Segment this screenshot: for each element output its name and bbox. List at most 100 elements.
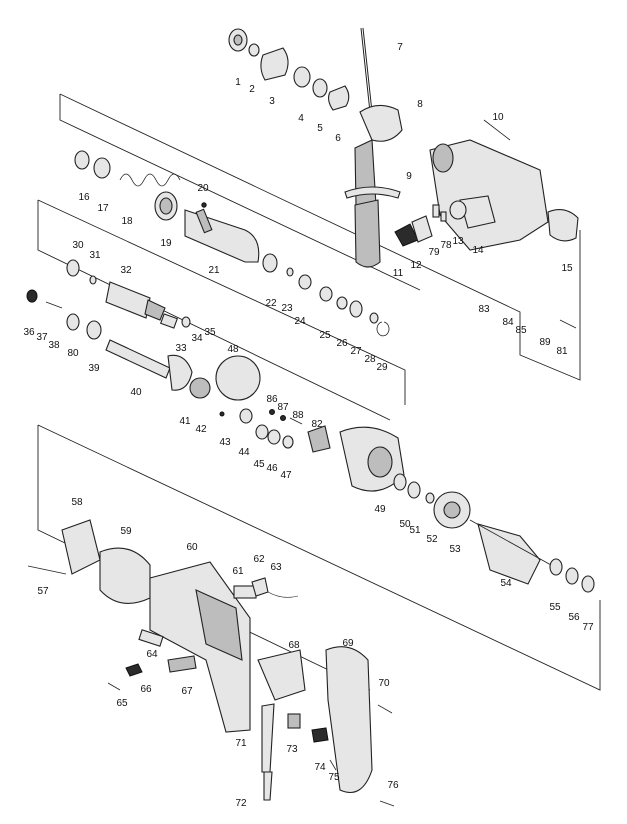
callout-label-36: 36	[23, 327, 35, 338]
callout-label-33: 33	[175, 343, 187, 354]
callout-label-82: 82	[311, 419, 323, 430]
callout-label-22: 22	[265, 298, 277, 309]
callout-label-89: 89	[539, 337, 551, 348]
callout-label-3: 3	[269, 96, 275, 107]
callout-label-27: 27	[350, 346, 362, 357]
callout-label-2: 2	[249, 84, 255, 95]
callout-label-45: 45	[253, 459, 265, 470]
callout-label-44: 44	[238, 447, 250, 458]
callout-label-85: 85	[515, 325, 527, 336]
callout-label-68: 68	[288, 640, 300, 651]
callout-label-51: 51	[409, 525, 421, 536]
callout-label-4: 4	[298, 113, 304, 124]
gear-housing-group	[429, 119, 579, 251]
callout-label-79: 79	[428, 247, 440, 258]
callout-label-83: 83	[478, 304, 490, 315]
callout-label-28: 28	[364, 354, 376, 365]
field-group	[27, 519, 151, 604]
callout-label-69: 69	[342, 638, 354, 649]
callout-label-63: 63	[270, 562, 282, 573]
callout-label-66: 66	[140, 684, 152, 695]
callout-label-20: 20	[197, 183, 209, 194]
callout-label-26: 26	[336, 338, 348, 349]
callout-label-61: 61	[232, 566, 244, 577]
callout-label-87: 87	[277, 402, 289, 413]
callout-label-29: 29	[376, 362, 388, 373]
callout-label-18: 18	[121, 216, 133, 227]
motor-housing-group	[125, 561, 299, 733]
callout-label-80: 80	[67, 348, 79, 359]
callout-label-11: 11	[393, 268, 404, 279]
callout-label-40: 40	[130, 387, 142, 398]
crank-group	[26, 259, 261, 424]
callout-label-5: 5	[317, 123, 323, 134]
callout-label-35: 35	[204, 327, 216, 338]
spindle-group	[74, 150, 390, 337]
callout-label-72: 72	[235, 798, 247, 809]
callout-label-24: 24	[294, 316, 306, 327]
armature-group	[469, 519, 595, 593]
callout-label-52: 52	[426, 534, 438, 545]
callout-label-88: 88	[292, 410, 304, 421]
callout-label-1: 1	[235, 77, 241, 88]
switch-parts-group	[394, 204, 447, 247]
callout-label-74: 74	[314, 762, 326, 773]
callout-label-57: 57	[37, 586, 49, 597]
callout-label-32: 32	[120, 265, 132, 276]
callout-label-23: 23	[281, 303, 293, 314]
callout-label-64: 64	[146, 649, 158, 660]
callout-label-55: 55	[549, 602, 561, 613]
callout-label-56: 56	[568, 612, 580, 623]
bearing-group	[255, 409, 471, 529]
callout-label-21: 21	[208, 265, 220, 276]
callout-label-48: 48	[227, 344, 239, 355]
callout-label-70: 70	[378, 678, 390, 689]
callout-label-59: 59	[120, 526, 132, 537]
callout-label-43: 43	[219, 437, 231, 448]
side-handle-group	[344, 27, 403, 268]
callout-label-30: 30	[72, 240, 84, 251]
callout-label-76: 76	[387, 780, 399, 791]
callout-label-62: 62	[253, 554, 265, 565]
callout-label-67: 67	[181, 686, 193, 697]
callout-label-53: 53	[449, 544, 461, 555]
callout-label-7: 7	[397, 42, 403, 53]
callout-label-39: 39	[88, 363, 100, 374]
callout-label-15: 15	[561, 263, 573, 274]
callout-label-6: 6	[335, 133, 341, 144]
callout-label-37: 37	[36, 332, 48, 343]
handle-group	[257, 646, 373, 801]
callout-label-84: 84	[502, 317, 514, 328]
callout-label-60: 60	[186, 542, 198, 553]
callout-label-19: 19	[160, 238, 172, 249]
callout-label-41: 41	[179, 416, 191, 427]
callout-label-47: 47	[280, 470, 292, 481]
callout-label-65: 65	[116, 698, 128, 709]
callout-label-31: 31	[89, 250, 101, 261]
callout-label-34: 34	[191, 333, 203, 344]
callout-label-49: 49	[374, 504, 386, 515]
callout-label-38: 38	[48, 340, 60, 351]
callout-label-81: 81	[556, 346, 568, 357]
callout-label-78: 78	[440, 240, 452, 251]
callout-label-16: 16	[78, 192, 90, 203]
callout-label-46: 46	[266, 463, 278, 474]
callout-label-10: 10	[492, 112, 504, 123]
callout-label-14: 14	[472, 245, 484, 256]
callout-label-8: 8	[417, 99, 423, 110]
front-seal-group	[228, 28, 350, 111]
callout-label-9: 9	[406, 171, 412, 182]
callout-label-86: 86	[266, 394, 278, 405]
callout-label-54: 54	[500, 578, 512, 589]
callout-label-58: 58	[71, 497, 83, 508]
callout-label-17: 17	[97, 203, 109, 214]
callout-label-42: 42	[195, 424, 207, 435]
callout-label-25: 25	[319, 330, 331, 341]
callout-label-12: 12	[410, 260, 422, 271]
callout-label-77: 77	[582, 622, 594, 633]
callout-label-50: 50	[399, 519, 411, 530]
callout-label-71: 71	[235, 738, 247, 749]
callout-label-73: 73	[286, 744, 298, 755]
